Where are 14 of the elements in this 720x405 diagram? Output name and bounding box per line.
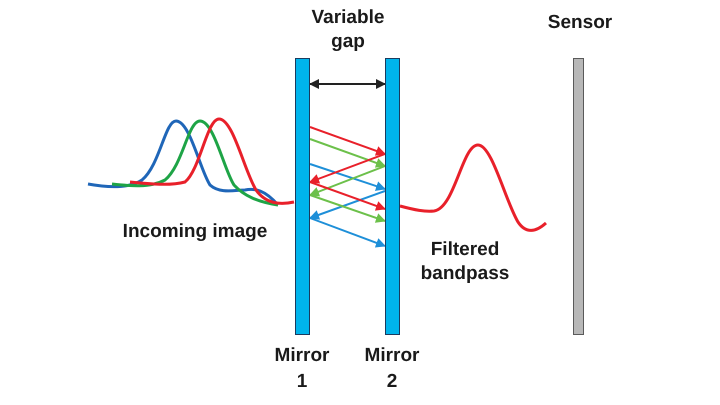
light-ray-arrow [309,153,386,184]
light-ray-arrow [310,181,386,211]
input-label: Incoming image [122,220,268,244]
sensor-label: Sensor [546,11,614,35]
gap-arrow [309,79,386,89]
mirror-label: Mirror 1 [274,344,330,394]
light-ray-arrow [310,163,386,191]
light-ray-arrow [310,138,386,168]
light-ray-arrow [309,165,386,196]
light-ray-arrow [310,217,386,248]
mirror-label: Mirror 2 [364,344,420,394]
light-ray-arrow [310,126,386,156]
gap-label: Variable gap [310,6,386,54]
output-label: Filtered bandpass [420,238,510,286]
